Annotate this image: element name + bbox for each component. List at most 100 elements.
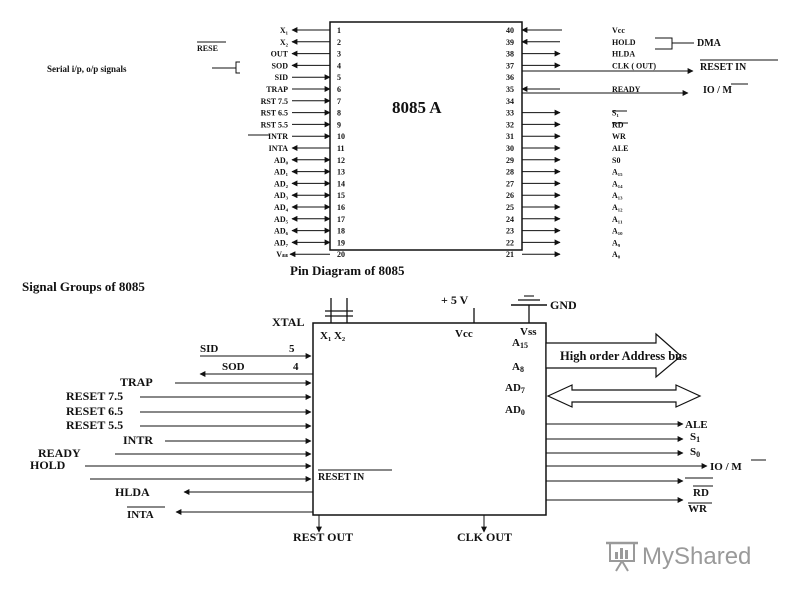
pin-40: 40 Vcc [506, 26, 625, 35]
input-reset-5-5: RESET 5.5 [66, 418, 312, 432]
pin-15-number: 15 [337, 191, 345, 200]
pin-26-name: A₁₃ [612, 191, 623, 200]
pin-13-number: 13 [337, 168, 345, 177]
rese-label: RESE [197, 44, 218, 53]
pin-38-name: HLDA [612, 50, 635, 59]
pin-8-name: RST 6.5 [261, 109, 288, 118]
input-label: TRAP [120, 375, 153, 389]
pin-2: 2 X₂ [280, 38, 341, 47]
pin-1-number: 1 [337, 26, 341, 35]
input-label: READY [38, 446, 81, 460]
pin-5-number: 5 [337, 73, 341, 82]
reset-in-label: RESET IN [318, 472, 365, 483]
pin-34: 34 [506, 97, 514, 106]
chip-label: 8085 A [392, 98, 442, 117]
a8-label: A8 [512, 361, 524, 374]
pin-28-number: 28 [506, 168, 514, 177]
pin-13: 13 AD₁ [274, 168, 345, 177]
pin-6-name: TRAP [266, 85, 288, 94]
high-address-bus-arrow [545, 332, 682, 379]
pin-4-name: SOD [272, 61, 289, 70]
sod-label: SOD [222, 361, 245, 373]
input-label: RESET 6.5 [66, 404, 123, 418]
pin-18-name: AD₆ [274, 227, 289, 236]
xtal-label: XTAL [272, 315, 304, 329]
pin-40-name: Vcc [612, 26, 625, 35]
rd-label: RD [693, 487, 709, 499]
input-label: RESET 7.5 [66, 389, 123, 403]
pin-30-name: ALE [612, 144, 628, 153]
pin-diagram-caption: Pin Diagram of 8085 [290, 263, 405, 278]
pin-10-name: INTR [268, 132, 288, 141]
pin-16-name: AD₄ [274, 203, 289, 212]
pin-40-number: 40 [506, 26, 514, 35]
hlda-label: HLDA [115, 485, 150, 499]
pin-14-name: AD₂ [274, 179, 289, 188]
pin-28-name: A₁₅ [612, 168, 623, 177]
sid-label: SID [200, 343, 218, 355]
input-reset-7-5: RESET 7.5 [66, 389, 312, 403]
ad7-label: AD7 [505, 382, 525, 395]
pin-6: 6 TRAP [266, 85, 341, 94]
pin-33-number: 33 [506, 109, 514, 118]
pin-9-number: 9 [337, 120, 341, 129]
input-label: RESET 5.5 [66, 418, 123, 432]
pin-11-name: INTA [269, 144, 289, 153]
pin-22-number: 22 [506, 238, 514, 247]
pin-2-number: 2 [337, 38, 341, 47]
pin-36: 36 [506, 73, 514, 82]
pin-30-number: 30 [506, 144, 514, 153]
input-hold: HOLD [30, 458, 312, 472]
pin-2-name: X₂ [280, 38, 289, 47]
pin-24-name: A₁₁ [612, 215, 623, 224]
pin-17-number: 17 [337, 215, 345, 224]
s1-label: S1 [690, 431, 700, 444]
pin-9-name: RST 5.5 [261, 120, 288, 129]
sod-pin-number: 4 [293, 361, 299, 373]
ale-label: ALE [685, 419, 708, 431]
pin-9: 9 RST 5.5 [261, 120, 341, 129]
pin-25-name: A₁₂ [612, 203, 623, 212]
pin-13-name: AD₁ [274, 168, 289, 177]
pin-14-number: 14 [337, 179, 345, 188]
pin-29-number: 29 [506, 156, 514, 165]
input-reset-6-5: RESET 6.5 [66, 404, 312, 418]
pin-27-name: A₁₄ [612, 179, 623, 188]
ad0-label: AD0 [505, 404, 525, 417]
pin-5-name: SID [275, 73, 289, 82]
pin-28: 28 A₁₅ [506, 168, 623, 177]
pin-33-name: S₁ [612, 109, 619, 118]
pin-6-number: 6 [337, 85, 341, 94]
pin-23-name: A₁₀ [612, 227, 623, 236]
pin-11-number: 11 [337, 144, 345, 153]
watermark-text: MyShared [642, 543, 751, 570]
serial-bracket [212, 61, 240, 74]
pin-18-number: 18 [337, 227, 345, 236]
pin-35-name: READY [612, 85, 641, 94]
pin-7-number: 7 [337, 97, 341, 106]
pin-31-number: 31 [506, 132, 514, 141]
pin-20-number: 20 [337, 250, 345, 259]
input-label: HOLD [30, 458, 66, 472]
clk-out-label: CLK OUT [457, 530, 512, 544]
pin-11: 11 INTA [269, 144, 345, 153]
dma-bracket [655, 37, 694, 50]
presentation-board-icon: MyShared [606, 541, 751, 572]
pin-19-number: 19 [337, 238, 345, 247]
pin-33: 33 S₁ [506, 109, 619, 118]
pin-31-name: WR [612, 132, 626, 141]
